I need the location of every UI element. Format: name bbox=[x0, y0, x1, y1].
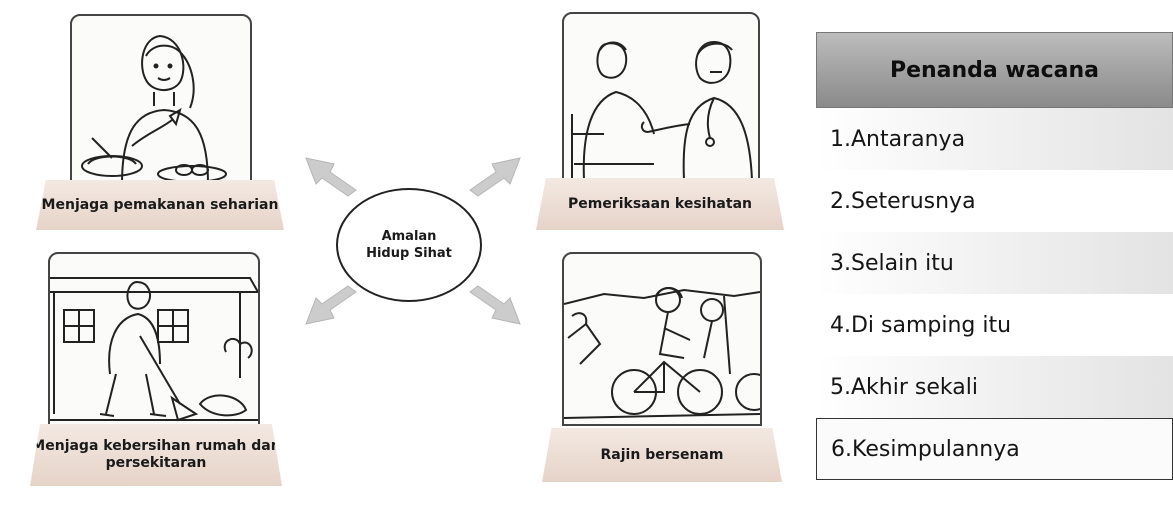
card-health-checkup: Pemeriksaan kesihatan bbox=[536, 8, 784, 232]
cycling-children-icon bbox=[564, 287, 760, 419]
arrow-to-diet-icon bbox=[305, 157, 357, 197]
card-caption-checkup: Pemeriksaan kesihatan bbox=[536, 178, 784, 230]
sweeping-boy-icon bbox=[50, 277, 258, 422]
arrow-to-exercise-icon bbox=[469, 285, 521, 325]
table-row: 4.Di samping itu bbox=[816, 294, 1173, 356]
table-row: 5.Akhir sekali bbox=[816, 356, 1173, 418]
card-daily-diet: Menjaga pemakanan seharian bbox=[36, 8, 284, 232]
card-caption-cleanliness: Menjaga kebersihan rumah dan persekitara… bbox=[30, 424, 282, 486]
eating-illustration bbox=[70, 14, 252, 186]
girl-eating-icon bbox=[81, 34, 227, 184]
cleaning-illustration bbox=[48, 252, 260, 428]
arrow-to-cleanliness-icon bbox=[305, 285, 357, 325]
card-exercise: Rajin bersenam bbox=[536, 248, 784, 484]
card-caption-exercise: Rajin bersenam bbox=[542, 428, 782, 482]
table-header: Penanda wacana bbox=[816, 32, 1173, 108]
arrow-to-checkup-icon bbox=[469, 157, 521, 197]
table-row: 3.Selain itu bbox=[816, 232, 1173, 294]
card-caption-diet: Menjaga pemakanan seharian bbox=[36, 180, 284, 230]
doctor-patient-icon bbox=[571, 40, 753, 180]
card-home-cleanliness: Menjaga kebersihan rumah dan persekitara… bbox=[30, 248, 282, 488]
central-topic-label: Amalan Hidup Sihat bbox=[366, 229, 452, 261]
discourse-marker-table: Penanda wacana 1.Antaranya 2.Seterusnya … bbox=[816, 32, 1173, 480]
exercise-illustration bbox=[562, 252, 762, 426]
central-topic: Amalan Hidup Sihat bbox=[336, 188, 482, 302]
checkup-illustration bbox=[562, 12, 760, 182]
table-row: 1.Antaranya bbox=[816, 108, 1173, 170]
table-row: 6.Kesimpulannya bbox=[816, 418, 1173, 480]
table-row: 2.Seterusnya bbox=[816, 170, 1173, 232]
